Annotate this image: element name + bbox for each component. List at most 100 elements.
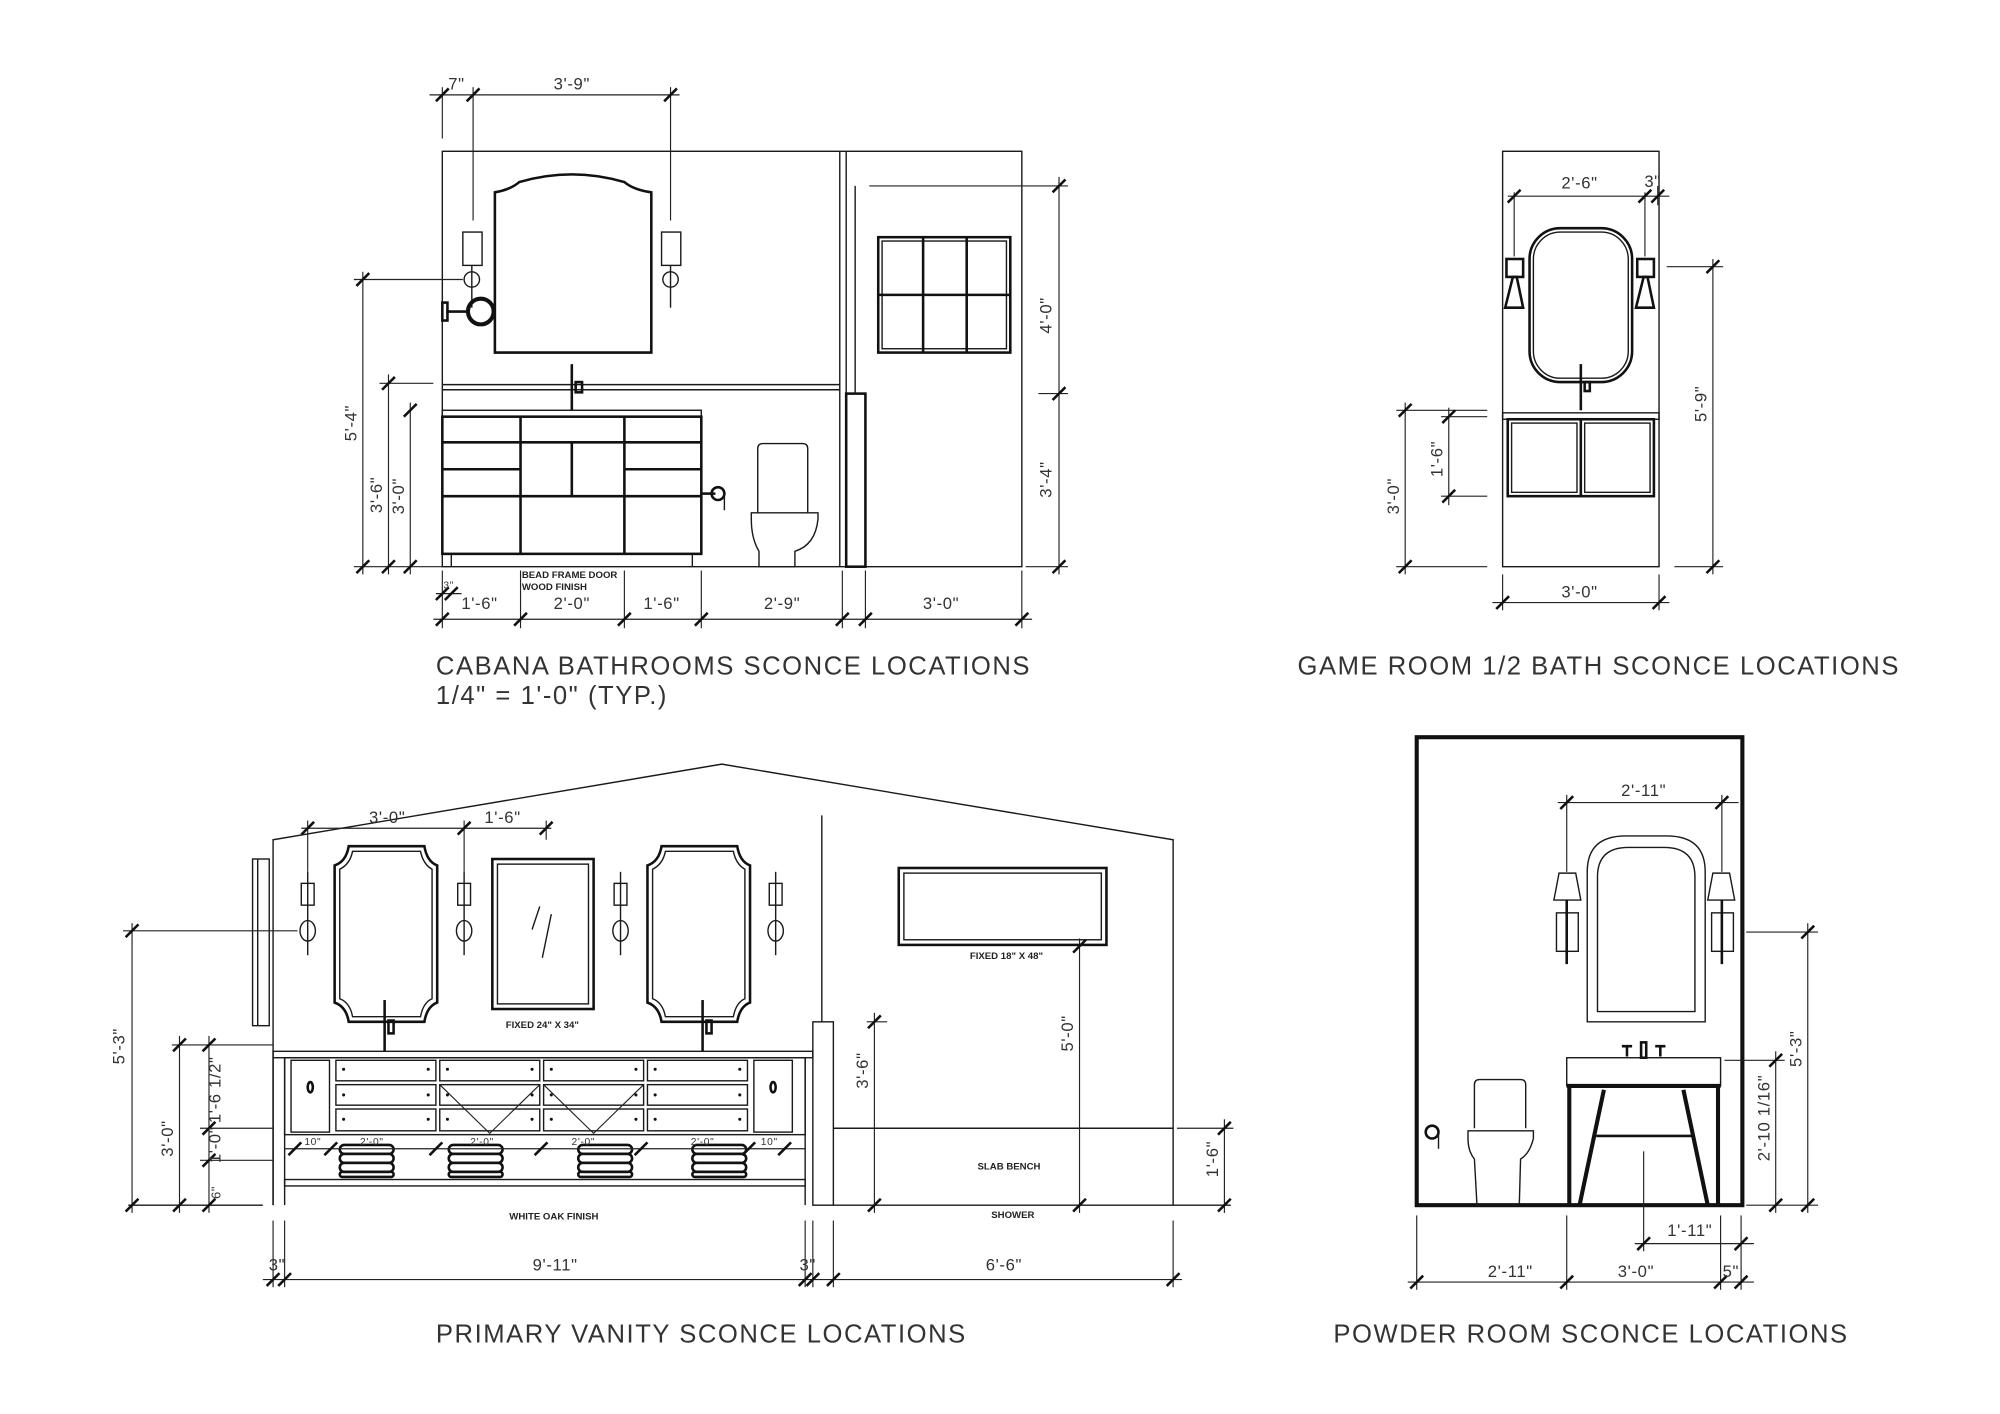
svg-text:3": 3" bbox=[799, 1256, 815, 1275]
toilet-paper-holder bbox=[701, 485, 726, 511]
svg-text:3'-0": 3'-0" bbox=[369, 808, 405, 827]
sconce bbox=[299, 871, 317, 956]
svg-text:3'-6": 3'-6" bbox=[853, 1052, 872, 1088]
svg-text:3": 3" bbox=[269, 1256, 285, 1275]
faucet bbox=[1621, 1041, 1666, 1060]
svg-text:2'-0": 2'-0" bbox=[554, 594, 590, 613]
game-room-wall bbox=[1501, 150, 1660, 568]
svg-text:2'-11": 2'-11" bbox=[1488, 1262, 1533, 1281]
svg-text:2'-11": 2'-11" bbox=[1621, 781, 1666, 800]
svg-text:5'-0": 5'-0" bbox=[1058, 1015, 1077, 1051]
cabana-elevation: 7" 3'-9" 4'-0" 3'-4" 5'-4" 3'-6" 3'-0" 3… bbox=[341, 75, 1068, 629]
svg-text:10": 10" bbox=[304, 1137, 321, 1148]
svg-text:SLAB BENCH: SLAB BENCH bbox=[978, 1161, 1041, 1172]
shower-wall bbox=[844, 392, 867, 568]
fixed-window-18x48 bbox=[897, 866, 1108, 947]
svg-text:2'-9": 2'-9" bbox=[764, 594, 800, 613]
window bbox=[876, 235, 1012, 354]
svg-text:2'-0": 2'-0" bbox=[691, 1137, 715, 1148]
svg-text:7": 7" bbox=[448, 75, 464, 94]
svg-text:2'-6": 2'-6" bbox=[1561, 173, 1597, 192]
svg-text:FIXED 18" X 48": FIXED 18" X 48" bbox=[970, 951, 1043, 962]
vanity-cabinet bbox=[1506, 417, 1656, 498]
svg-text:2'-10 1/16": 2'-10 1/16" bbox=[1754, 1075, 1773, 1162]
sconce-right bbox=[1706, 872, 1736, 965]
sconce-left bbox=[1503, 257, 1525, 309]
svg-text:6'-6": 6'-6" bbox=[986, 1256, 1022, 1275]
svg-text:5'-3": 5'-3" bbox=[1786, 1031, 1805, 1067]
scale-note: 1/4" = 1'-0" (TYP.) bbox=[436, 682, 668, 710]
svg-text:3'-0": 3'-0" bbox=[1561, 582, 1597, 601]
svg-text:WOOD FINISH: WOOD FINISH bbox=[522, 582, 587, 593]
svg-text:3'-0": 3'-0" bbox=[1618, 1262, 1654, 1281]
svg-text:5": 5" bbox=[1723, 1262, 1739, 1281]
svg-text:2'-0": 2'-0" bbox=[360, 1137, 384, 1148]
arched-mirror bbox=[1586, 835, 1706, 1023]
svg-text:WHITE OAK FINISH: WHITE OAK FINISH bbox=[509, 1211, 598, 1222]
console-vanity bbox=[1566, 1057, 1722, 1206]
game-room-title: GAME ROOM 1/2 BATH SCONCE LOCATIONS bbox=[1297, 652, 1900, 680]
game-room-elevation: 2'-6" 3" 5'-9" 3'-0" 1'-6" 3'-0" bbox=[1384, 150, 1724, 611]
cabana-dimensions: 7" 3'-9" 4'-0" 3'-4" 5'-4" 3'-6" 3'-0" 3… bbox=[341, 75, 1068, 629]
svg-text:4'-0": 4'-0" bbox=[1036, 297, 1055, 333]
sconce-left bbox=[462, 231, 483, 308]
svg-text:10": 10" bbox=[761, 1137, 778, 1148]
vanity-mirror-left bbox=[333, 844, 439, 1024]
toilet bbox=[1467, 1078, 1535, 1206]
magnifying-mirror bbox=[441, 296, 496, 327]
vanity-cabinet bbox=[441, 409, 703, 567]
fixed-window-24x34 bbox=[491, 857, 595, 1011]
svg-text:3'-0": 3'-0" bbox=[389, 478, 408, 514]
primary-wall-outline bbox=[272, 763, 1174, 1206]
svg-text:1'-6": 1'-6" bbox=[484, 808, 520, 827]
primary-vanity-elevation: FIXED 24" X 34" FIXED 18" X 48" SLAB BEN… bbox=[109, 763, 1234, 1288]
svg-text:6": 6" bbox=[209, 1186, 224, 1199]
sconce bbox=[455, 871, 473, 956]
powder-dimensions: 2'-11" 5'-3" 2'-10 1/16" 2'-11" 3'-0" 5"… bbox=[1407, 781, 1819, 1290]
svg-text:9'-11": 9'-11" bbox=[533, 1256, 578, 1275]
svg-text:3'-6": 3'-6" bbox=[367, 477, 386, 513]
sconce-right bbox=[1634, 257, 1656, 309]
faucet bbox=[570, 364, 584, 411]
svg-text:2'-0": 2'-0" bbox=[572, 1137, 596, 1148]
sconce-right bbox=[660, 231, 682, 308]
faucet bbox=[1579, 364, 1592, 411]
shower-wall bbox=[812, 1021, 835, 1206]
rounded-mirror bbox=[1528, 226, 1634, 384]
svg-text:2'-0": 2'-0" bbox=[470, 1137, 494, 1148]
double-vanity bbox=[272, 1050, 814, 1206]
sconce bbox=[767, 871, 785, 956]
svg-text:5'-3": 5'-3" bbox=[109, 1028, 128, 1064]
powder-room-elevation: 2'-11" 5'-3" 2'-10 1/16" 2'-11" 3'-0" 5"… bbox=[1407, 735, 1819, 1290]
svg-text:1'-6": 1'-6" bbox=[643, 594, 679, 613]
primary-title: PRIMARY VANITY SCONCE LOCATIONS bbox=[436, 1320, 967, 1348]
svg-text:1'-0": 1'-0" bbox=[206, 1127, 225, 1163]
powder-room-title: POWDER ROOM SCONCE LOCATIONS bbox=[1333, 1320, 1848, 1348]
svg-text:3": 3" bbox=[1644, 172, 1660, 191]
sconces bbox=[299, 871, 785, 956]
sconce bbox=[612, 871, 629, 956]
svg-text:1'-6": 1'-6" bbox=[1203, 1141, 1222, 1177]
svg-text:3'-0": 3'-0" bbox=[1384, 478, 1403, 514]
svg-text:BEAD FRAME DOOR: BEAD FRAME DOOR bbox=[522, 570, 618, 581]
svg-text:1'-6": 1'-6" bbox=[1427, 441, 1446, 477]
svg-text:3'-0": 3'-0" bbox=[158, 1120, 177, 1156]
svg-text:1'-6 1/2": 1'-6 1/2" bbox=[206, 1056, 225, 1123]
svg-text:3": 3" bbox=[443, 580, 454, 591]
towel-stacks bbox=[338, 1143, 748, 1179]
svg-text:1'-11": 1'-11" bbox=[1667, 1221, 1712, 1240]
svg-text:5'-9": 5'-9" bbox=[1691, 386, 1710, 422]
sconce-left bbox=[1553, 872, 1582, 965]
svg-text:3'-0": 3'-0" bbox=[923, 594, 959, 613]
faucets bbox=[383, 1000, 713, 1052]
toilet bbox=[750, 442, 819, 568]
svg-text:3'-9": 3'-9" bbox=[554, 75, 590, 94]
arched-mirror bbox=[493, 173, 653, 354]
svg-text:1'-6": 1'-6" bbox=[461, 594, 497, 613]
game-room-dimensions: 2'-6" 3" 5'-9" 3'-0" 1'-6" 3'-0" bbox=[1384, 172, 1724, 611]
svg-text:SHOWER: SHOWER bbox=[991, 1210, 1034, 1221]
svg-text:3'-4": 3'-4" bbox=[1036, 461, 1055, 497]
cabana-wall bbox=[441, 150, 1023, 568]
vanity-mirror-right bbox=[646, 844, 752, 1024]
